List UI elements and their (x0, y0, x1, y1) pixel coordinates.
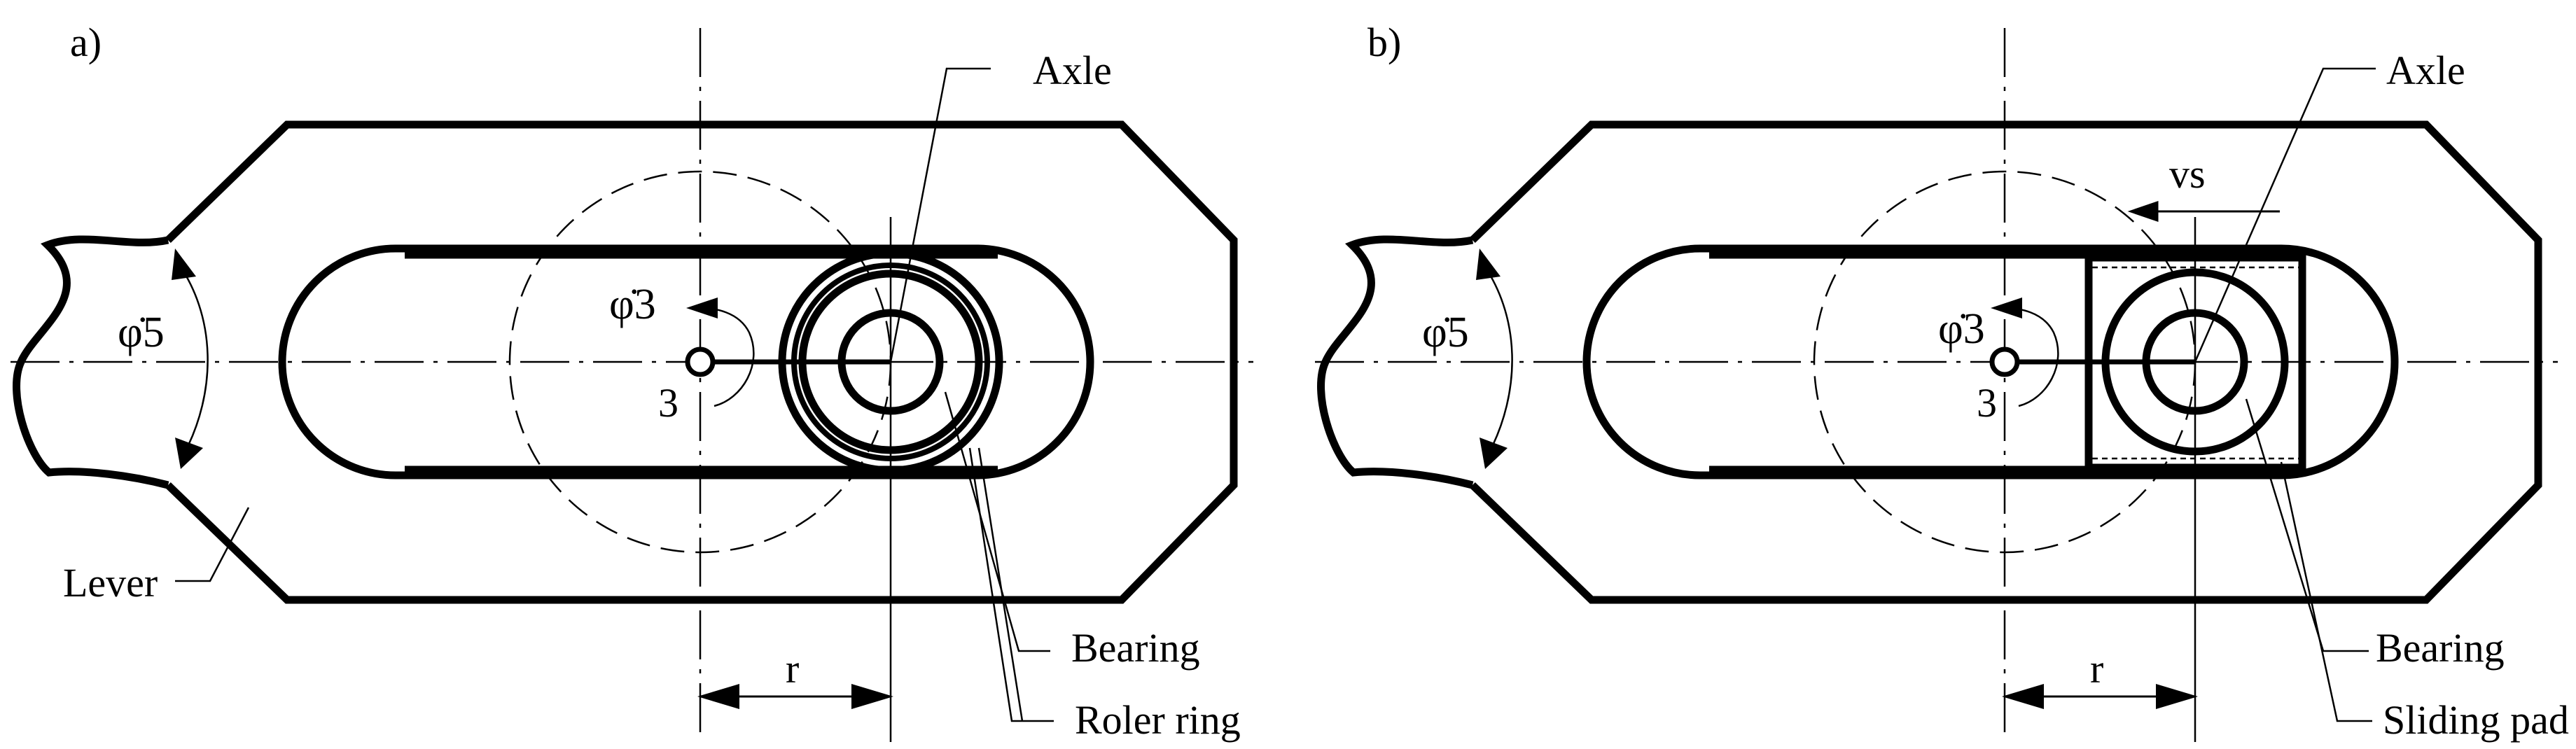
dim-r-label: r (2090, 646, 2103, 692)
vs-label: vs (2169, 151, 2206, 197)
ring-leader (968, 447, 1054, 722)
bearing-label: Bearing (2376, 625, 2505, 671)
point-3-label: 3 (1977, 380, 1997, 426)
pad-leader (2280, 461, 2372, 722)
dim-r-label: r (786, 646, 799, 692)
phi3-label: φ̇3 (1938, 305, 1985, 353)
axle-leader (2194, 67, 2376, 363)
axle-label: Axle (2386, 48, 2465, 93)
phi5-label: φ̇5 (1422, 309, 1469, 356)
lever-outline (165, 120, 1238, 604)
slot-outline (1582, 244, 2399, 479)
phi3-arc (2004, 307, 2059, 407)
point-3-label: 3 (658, 380, 678, 426)
pivot-3 (1989, 346, 2020, 377)
phi5-arc (174, 258, 209, 456)
axle-leader (889, 67, 991, 363)
lever-leader (175, 507, 250, 582)
panel-b: b) Axle vs Bearing Sliding pad r 3 φ̇5 φ… (1315, 20, 2569, 743)
phi5-arrow-bottom-icon (175, 438, 203, 469)
phi5-label: φ̇5 (118, 309, 165, 356)
phi5-arrow-top-icon (1476, 248, 1501, 280)
ring-leader-2 (977, 447, 1024, 722)
phi5-arrow-top-icon (172, 248, 196, 280)
bearing-label: Bearing (1071, 625, 1200, 671)
bearing-leader (944, 391, 1050, 652)
phi3-arc (699, 307, 755, 407)
phi5-arc (1478, 258, 1513, 456)
slot-outline (278, 244, 1094, 479)
phi3-label: φ̇3 (609, 281, 656, 328)
lever-break-line (1317, 235, 1474, 489)
axle-label: Axle (1033, 48, 1112, 93)
lever-label: Lever (63, 560, 158, 606)
panel-tag: b) (1367, 20, 1401, 65)
panel-tag: a) (70, 20, 102, 65)
roller-ring-label: Roler ring (1075, 697, 1241, 743)
pivot-3 (685, 346, 716, 377)
phi3-arrow-icon (686, 298, 718, 318)
panel-a: a) Axle Lever Bearing Roler ring r 3 φ̇5… (11, 20, 1253, 743)
phi3-arrow-icon (1991, 298, 2022, 318)
lever-break-line (13, 235, 169, 489)
sliding-pad-label: Sliding pad (2383, 697, 2569, 743)
phi5-arrow-bottom-icon (1480, 438, 1508, 469)
lever-outline (1470, 120, 2542, 604)
bearing-leader (2245, 398, 2369, 652)
